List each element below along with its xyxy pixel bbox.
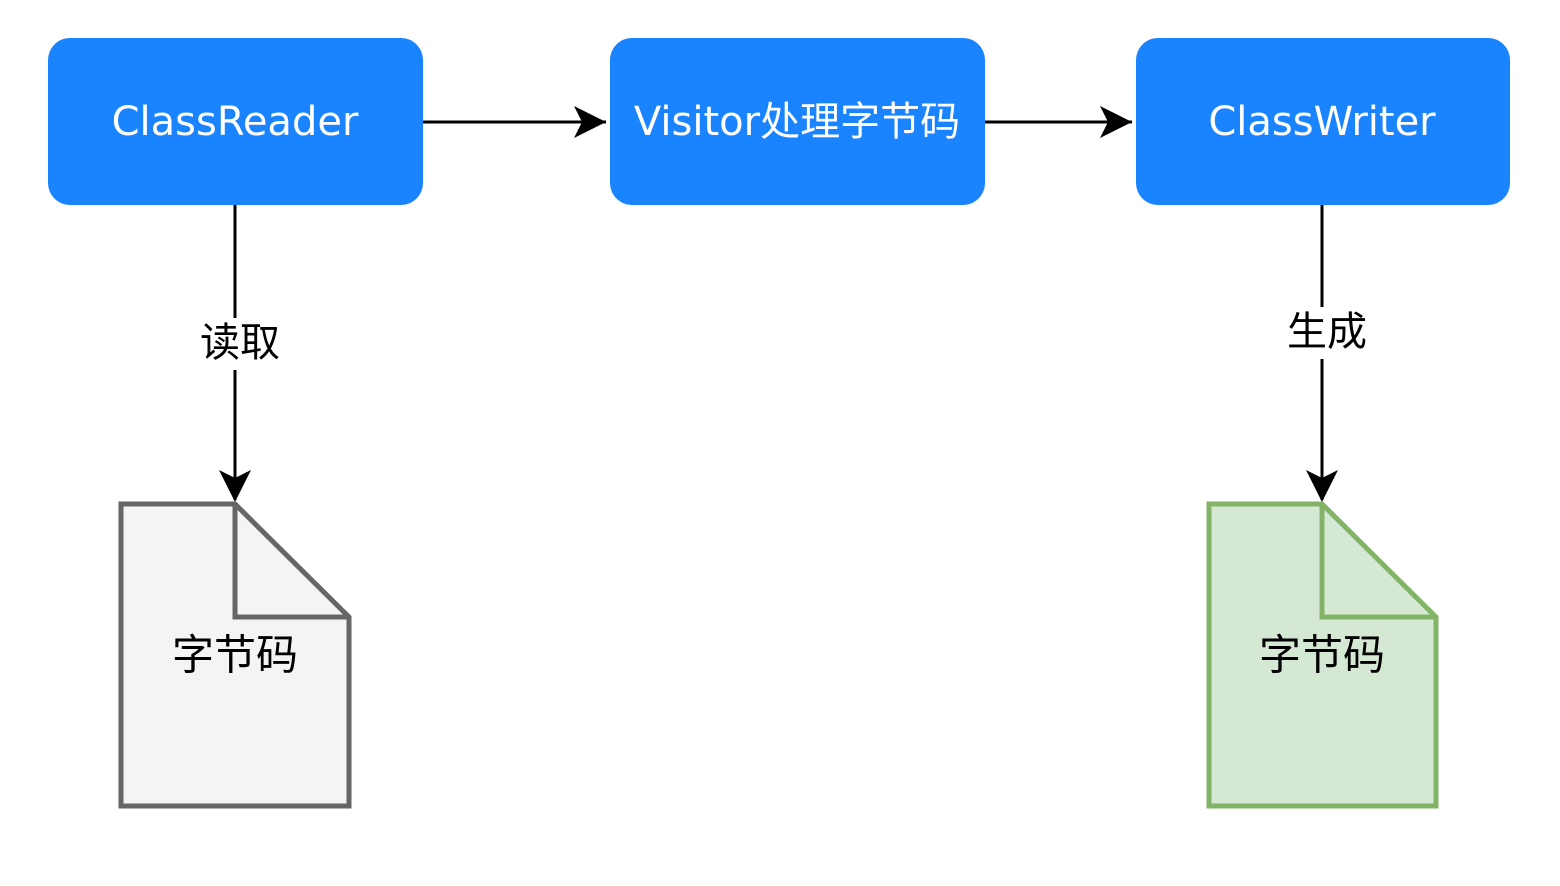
- node-visitor: [610, 38, 985, 205]
- edge-label-read: 读取: [200, 320, 280, 366]
- input-document-fold: [232, 504, 349, 620]
- edge-label-generate-bg: [1280, 307, 1370, 359]
- input-document-label: 字节码: [172, 631, 298, 680]
- arrowhead-reader-to-visitor: [574, 106, 606, 138]
- edge-label-generate: 生成: [1287, 309, 1367, 355]
- arrowhead-visitor-to-writer: [1100, 106, 1132, 138]
- input-document-shape: [118, 501, 352, 809]
- node-class-writer-label: ClassWriter: [1208, 99, 1436, 145]
- edge-label-read-bg: [192, 318, 282, 370]
- output-document-shape: [1206, 501, 1439, 809]
- node-class-writer: [1136, 38, 1510, 205]
- node-class-reader-label: ClassReader: [112, 99, 359, 145]
- node-class-reader: [48, 38, 423, 205]
- output-document-label: 字节码: [1259, 631, 1385, 680]
- arrowhead-reader-to-input-doc: [219, 470, 251, 502]
- arrowhead-writer-to-output-doc: [1306, 470, 1338, 502]
- output-document-fold: [1319, 504, 1436, 620]
- node-visitor-label: Visitor处理字节码: [634, 99, 960, 145]
